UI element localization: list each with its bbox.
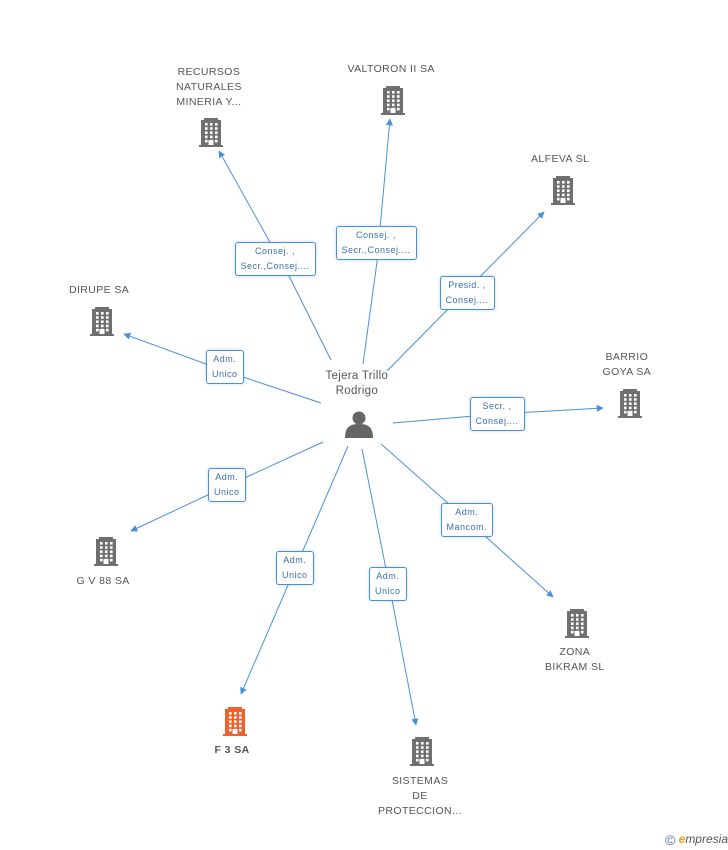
edge-line-valtoron (362, 118, 393, 365)
person-name-line: Tejera Trillo (325, 370, 389, 382)
company-label-line: VALTORON II SA (347, 63, 435, 75)
company-label-line: F 3 SA (214, 744, 250, 756)
company-label-zona[interactable]: ZONA BIKRAM SL (545, 645, 605, 675)
person-icon (345, 411, 373, 438)
role-label-line: Adm. (283, 555, 307, 565)
company-label-dirupe[interactable]: DIRUPE SA (69, 283, 129, 298)
role-label-line: Unico (214, 487, 240, 497)
role-label-line: Consej. , (255, 246, 296, 256)
role-label-line: Mancom. (446, 522, 488, 532)
building-icon-alfeva (551, 176, 575, 205)
role-label-dirupe[interactable]: Adm. Unico (206, 350, 244, 384)
company-label-line: DE (412, 790, 428, 802)
company-label-line: PROTECCION... (378, 805, 462, 817)
company-label-line: ALFEVA SL (531, 153, 590, 165)
building-icon-f3 (223, 707, 247, 736)
edge-line-recursos (218, 150, 332, 361)
role-label-line: Consej. , (356, 230, 397, 240)
role-label-alfeva[interactable]: Presid. , Consej.... (439, 276, 495, 310)
role-label-recursos[interactable]: Consej. , Secr.,Consej.... (234, 242, 316, 276)
brand-logo-text: mpresia (685, 832, 728, 847)
company-label-line: BARRIO (605, 351, 649, 363)
building-icon-dirupe (90, 307, 114, 336)
role-label-f3[interactable]: Adm. Unico (276, 551, 314, 585)
company-label-f3[interactable]: F 3 SA (215, 743, 250, 758)
company-label-line: G V 88 SA (76, 575, 130, 587)
company-label-alfeva[interactable]: ALFEVA SL (531, 152, 589, 167)
role-label-line: Secr.,Consej.... (240, 261, 310, 271)
company-label-line: NATURALES (176, 81, 242, 93)
building-icon-zona (565, 609, 589, 638)
role-label-line: Presid. , (448, 280, 486, 290)
company-label-recursos[interactable]: RECURSOS NATURALES MINERIA Y... (176, 65, 242, 110)
company-label-line: ZONA (559, 646, 591, 658)
building-icon-recursos (199, 118, 223, 147)
role-label-line: Unico (282, 570, 308, 580)
role-label-line: Unico (212, 369, 238, 379)
building-icon-valtoron (381, 86, 405, 115)
building-icon-sistemas (410, 737, 434, 766)
company-label-line: RECURSOS (177, 66, 241, 78)
building-icon-gv88 (94, 537, 118, 566)
role-label-line: Secr. , (482, 401, 512, 411)
role-label-line: Adm. (455, 507, 479, 517)
role-label-line: Consej.... (445, 295, 489, 305)
company-label-gv88[interactable]: G V 88 SA (77, 574, 130, 589)
brand-footer: © empresia (665, 832, 728, 848)
role-label-line: Adm. (376, 571, 400, 581)
company-label-line: MINERIA Y... (176, 96, 242, 108)
company-label-line: GOYA SA (602, 366, 652, 378)
role-label-line: Adm. (215, 472, 239, 482)
role-label-sistemas[interactable]: Adm. Unico (369, 567, 407, 601)
role-label-zona[interactable]: Adm. Mancom. (440, 503, 494, 537)
role-label-gv88[interactable]: Adm. Unico (208, 468, 246, 502)
person-name-line: Rodrigo (335, 385, 379, 397)
building-icon-barrio (618, 389, 642, 418)
role-label-barrio[interactable]: Secr. , Consej.... (469, 397, 525, 431)
role-label-valtoron[interactable]: Consej. , Secr.,Consej.... (335, 226, 417, 260)
role-label-line: Secr.,Consej.... (341, 245, 411, 255)
role-label-line: Adm. (213, 354, 237, 364)
copyright-icon: © (664, 832, 676, 848)
company-label-line: SISTEMAS (391, 775, 449, 787)
company-label-barrio[interactable]: BARRIO GOYA SA (603, 350, 652, 380)
company-label-line: BIKRAM SL (545, 661, 605, 673)
company-label-valtoron[interactable]: VALTORON II SA (348, 62, 435, 77)
brand-logo-initial: e (678, 832, 686, 847)
role-label-line: Consej.... (475, 416, 519, 426)
company-label-line: DIRUPE SA (69, 284, 130, 296)
role-label-line: Unico (375, 586, 401, 596)
company-label-sistemas[interactable]: SISTEMAS DE PROTECCION... (378, 774, 462, 819)
